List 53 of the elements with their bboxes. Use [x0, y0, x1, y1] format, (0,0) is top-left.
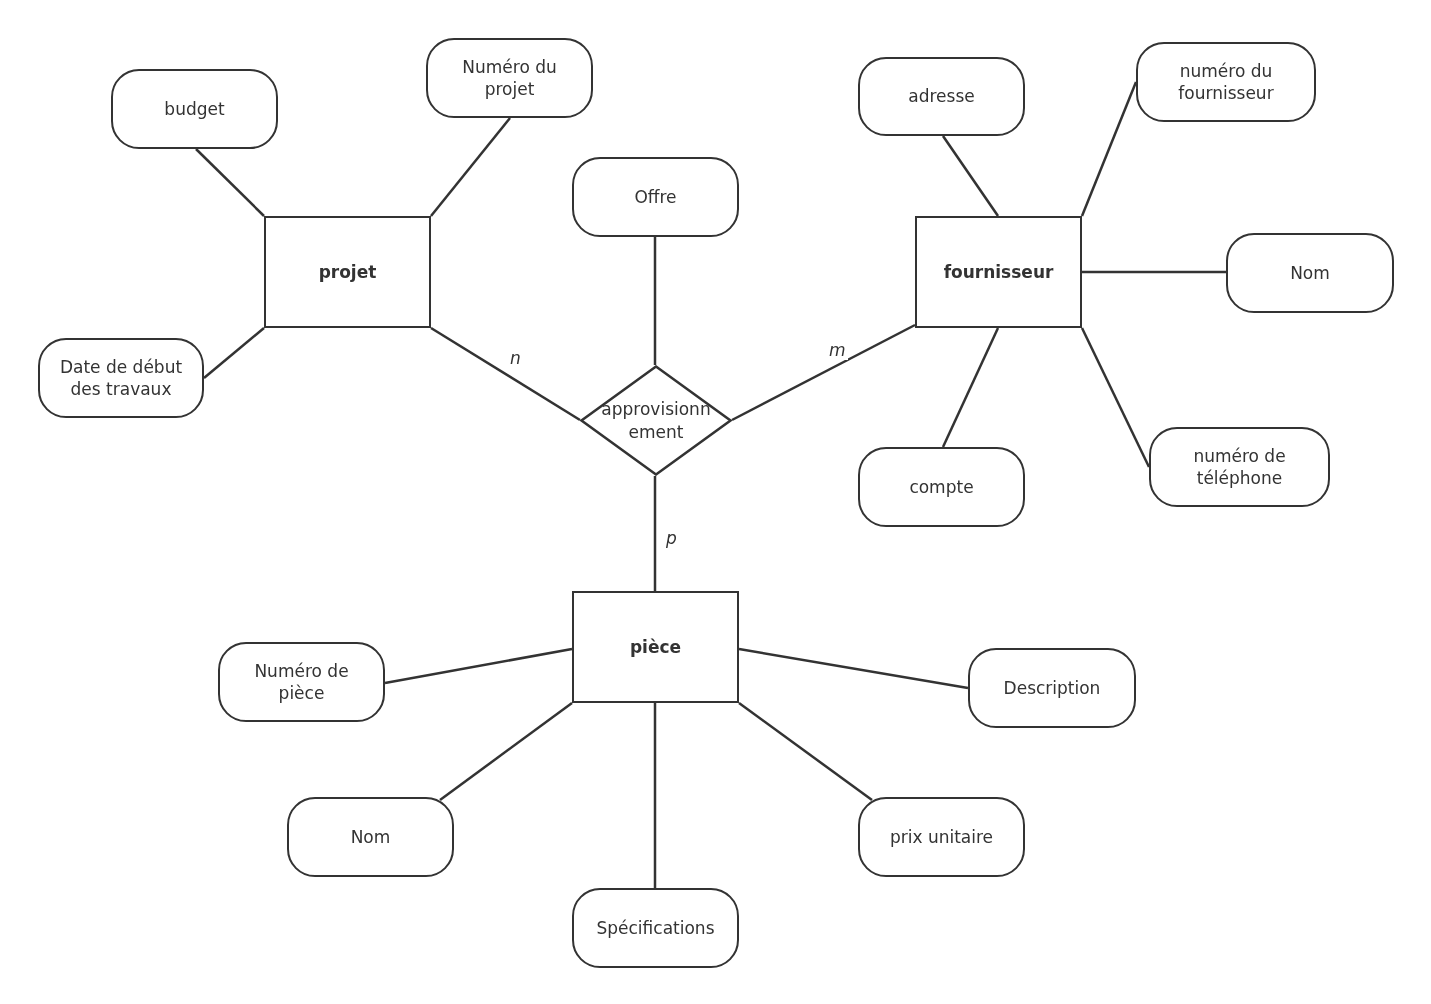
attribute-box	[1149, 427, 1330, 507]
attribute-box	[426, 38, 593, 118]
attribute-box	[1136, 42, 1316, 122]
node-text: fournisseur	[942, 260, 1055, 284]
connector-line	[439, 702, 573, 801]
entity-box	[264, 216, 431, 328]
node-text: Description	[1002, 676, 1102, 700]
connector-line	[941, 327, 1000, 448]
node-text: Nom	[349, 825, 392, 849]
connector-line	[1080, 327, 1151, 468]
attribute-box	[858, 447, 1025, 527]
connector-line	[731, 323, 916, 422]
node-text: Nom	[1289, 261, 1331, 285]
node-text: Numéro du projet	[461, 55, 558, 101]
entity-box	[915, 216, 1082, 328]
attribute-box	[218, 642, 385, 722]
node-text: Offre	[633, 185, 678, 209]
node-text: compte	[908, 475, 975, 499]
attribute-box	[111, 69, 278, 149]
node-text: Numéro de pièce	[253, 659, 350, 705]
connector-line	[430, 117, 511, 217]
connector-line	[653, 703, 657, 888]
relationship-diamond	[580, 365, 732, 476]
connector-line	[738, 702, 873, 801]
node-text: approvisionn ement	[600, 398, 712, 443]
node-text: Spécifications	[595, 916, 716, 940]
connector-line	[195, 148, 265, 217]
node-text: Date de début des travaux	[58, 355, 184, 401]
connector-line	[1080, 81, 1138, 217]
attribute-box	[572, 157, 739, 237]
node-text: numéro du fournisseur	[1177, 59, 1275, 105]
attribute-box	[968, 648, 1136, 728]
attribute-box	[287, 797, 454, 877]
node-text: adresse	[907, 85, 976, 108]
connector-line	[203, 327, 265, 379]
connector-line	[941, 135, 1000, 217]
attribute-box	[858, 57, 1025, 136]
connector-line	[384, 647, 573, 685]
node-text: prix unitaire	[888, 825, 995, 849]
entity-box	[572, 591, 739, 703]
connector-line	[738, 647, 969, 690]
connector-line	[653, 476, 657, 591]
connector-line	[430, 326, 581, 422]
attribute-box	[858, 797, 1025, 877]
attribute-box	[1226, 233, 1394, 313]
node-text: numéro de téléphone	[1192, 444, 1287, 490]
attribute-box	[38, 338, 204, 418]
node-text: projet	[317, 260, 378, 284]
node-text: budget	[163, 97, 226, 121]
connector-line	[653, 237, 657, 365]
connector-line	[1082, 270, 1226, 274]
attribute-box	[572, 888, 739, 968]
node-text: pièce	[628, 635, 683, 659]
